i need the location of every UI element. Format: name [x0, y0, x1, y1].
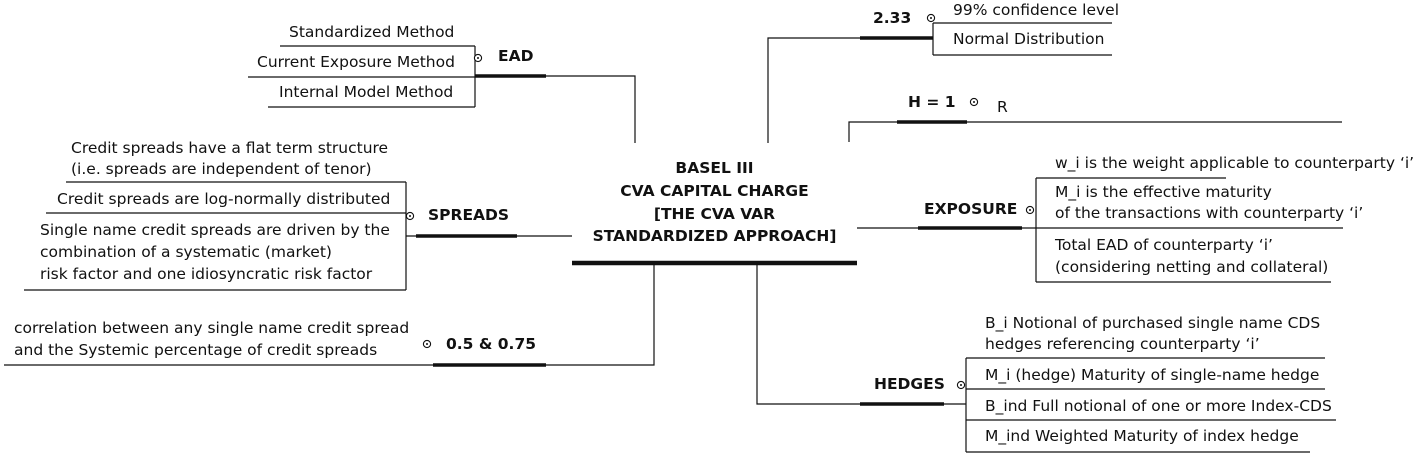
ead-item-standardized[interactable]: Standardized Method: [289, 23, 455, 41]
hedges-item-index-maturity[interactable]: M_ind Weighted Maturity of index hedge: [985, 427, 1299, 445]
exposure-topic-label[interactable]: EXPOSURE: [924, 200, 1018, 218]
horizon-item-time-interval[interactable]: R: [997, 98, 1008, 116]
ead-item-internal-model[interactable]: Internal Model Method: [279, 83, 454, 101]
spreads-item-flat-term-line-1: Credit spreads have a flat term structur…: [71, 139, 389, 157]
spreads-item-flat-term-line-2: (i.e. spreads are independent of tenor): [71, 160, 372, 178]
hedges-item-maturity-single-name[interactable]: M_i (hedge) Maturity of single-name hedg…: [985, 366, 1320, 384]
spreads-item-log-normal[interactable]: Credit spreads are log-normally distribu…: [57, 190, 391, 208]
exposure-connectors: [857, 177, 1343, 283]
hedges-item-notional-cds-line-2: hedges referencing counterparty ‘i’: [985, 335, 1260, 353]
exposure-item-maturity-line-1: M_i is the effective maturity: [1055, 183, 1272, 201]
spreads-item-systematic-line-2: combination of a systematic (market): [40, 243, 332, 261]
hedges-item-notional-cds-line-1: B_i Notional of purchased single name CD…: [985, 314, 1321, 332]
exposure-item-weight[interactable]: w_i is the weight applicable to counterp…: [1055, 154, 1415, 172]
ead-connectors: [248, 45, 636, 143]
hedges-item-index-cds-notional[interactable]: B_ind Full notional of one or more Index…: [985, 397, 1332, 415]
exposure-item-total-ead-line-1: Total EAD of counterparty ‘i’: [1055, 236, 1273, 254]
center-line-1: BASEL III: [675, 159, 754, 177]
horizon-topic-label[interactable]: H = 1: [908, 93, 956, 111]
exposure-item-total-ead-line-2: (considering netting and collateral): [1055, 258, 1329, 276]
correlation-connectors: [4, 263, 655, 367]
spreads-item-systematic-line-3: risk factor and one idiosyncratic risk f…: [40, 265, 373, 283]
correlation-topic-label[interactable]: 0.5 & 0.75: [446, 335, 537, 353]
ead-topic-label[interactable]: EAD: [498, 47, 534, 65]
spreads-topic-label[interactable]: SPREADS: [428, 206, 510, 224]
confidence-connectors: [767, 13, 1112, 143]
spreads-connectors: [24, 181, 572, 291]
correlation-item-line-1: correlation between any single name cred…: [14, 319, 410, 337]
center-line-2: CVA CAPITAL CHARGE: [620, 182, 809, 200]
spreads-item-systematic-line-1: Single name credit spreads are driven by…: [40, 221, 390, 239]
correlation-item-line-2: and the Systemic percentage of credit sp…: [14, 341, 378, 359]
confidence-item-99-percent[interactable]: 99% confidence level: [953, 1, 1120, 19]
exposure-item-maturity-line-2: of the transactions with counterparty ‘i…: [1055, 204, 1364, 222]
center-line-4: STANDARDIZED APPROACH]: [592, 227, 837, 245]
hedges-topic-label[interactable]: HEDGES: [874, 375, 945, 393]
horizon-connectors: [848, 97, 1342, 142]
center-line-3: [THE CVA VAR: [653, 205, 776, 223]
hedges-connectors: [756, 263, 1336, 453]
ead-item-current-exposure[interactable]: Current Exposure Method: [257, 53, 455, 71]
confidence-item-normal-distribution[interactable]: Normal Distribution: [953, 30, 1105, 48]
confidence-topic-label[interactable]: 2.33: [873, 9, 912, 27]
